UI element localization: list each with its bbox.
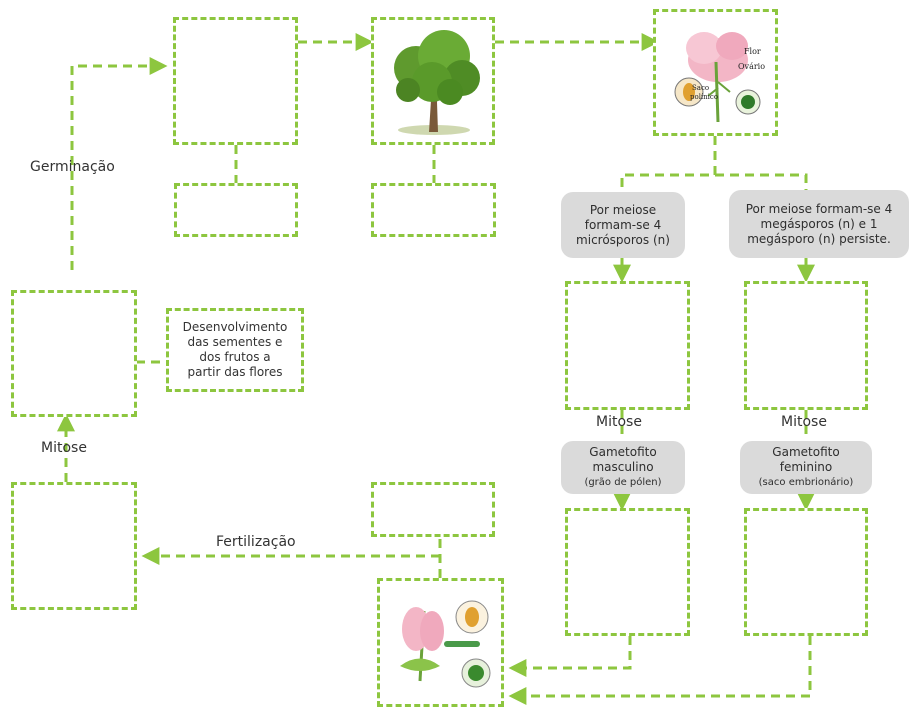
megaspore-box: [744, 281, 868, 410]
micro-line-3: micrósporos (n): [576, 232, 670, 247]
flower-box: Flor Ovário Saco polínico: [653, 9, 778, 136]
pollen-box: [565, 508, 690, 636]
fertilization-label: Fertilização: [216, 534, 296, 550]
embryo-box: [11, 290, 137, 417]
female-line-2: feminino: [779, 460, 833, 474]
mitosis-left-label: Mitose: [41, 440, 87, 456]
mitosis-mid-label: Mitose: [596, 414, 642, 430]
micro-line-1: Por meiose: [589, 202, 657, 217]
flower-label-flor: Flor: [744, 47, 761, 56]
pollination-box: [377, 578, 504, 707]
megaspore-pill: Por meiose formam-se 4 megásporos (n) e …: [729, 190, 909, 258]
tree-box: [371, 17, 495, 145]
male-line-2: masculino: [592, 460, 654, 474]
tree-label-box: [371, 183, 496, 237]
female-gametophyte-pill: Gametofito feminino (saco embrionário): [740, 441, 872, 494]
pollination-image: [400, 600, 491, 688]
zygote-box: [11, 482, 137, 610]
germination-label: Germinação: [30, 159, 115, 175]
fertilization-label-box: [371, 482, 495, 537]
female-line-3: (saco embrionário): [758, 477, 854, 488]
note-line-3: dos frutos a: [199, 350, 271, 364]
flower-label-saco: Saco: [692, 84, 710, 92]
seed-box: [173, 17, 298, 145]
microspore-box: [565, 281, 690, 410]
tree-image: [394, 30, 480, 135]
male-gametophyte-pill: Gametofito masculino (grão de pólen): [561, 441, 685, 494]
mega-line-1: Por meiose formam-se 4: [745, 201, 893, 216]
micro-line-2: formam-se 4: [584, 217, 662, 232]
seed-label-box: [174, 183, 298, 237]
mega-line-3: megásporo (n) persiste.: [747, 231, 891, 246]
seed-development-note: Desenvolvimento das sementes e dos fruto…: [166, 308, 304, 392]
flower-label-polinico: polínico: [690, 93, 719, 101]
note-line-4: partir das flores: [187, 365, 283, 379]
flower-label-ovario: Ovário: [738, 62, 766, 71]
note-line-2: das sementes e: [187, 335, 283, 349]
mega-line-2: megásporos (n) e 1: [760, 216, 878, 231]
male-line-3: (grão de pólen): [584, 477, 662, 488]
note-line-1: Desenvolvimento: [182, 320, 288, 334]
flower-image: [674, 32, 761, 123]
female-line-1: Gametofito: [772, 445, 840, 459]
embryo-sac-box: [744, 508, 868, 636]
microspore-pill: Por meiose formam-se 4 micrósporos (n): [561, 192, 685, 258]
male-line-1: Gametofito: [589, 445, 657, 459]
mitosis-right-label: Mitose: [781, 414, 827, 430]
